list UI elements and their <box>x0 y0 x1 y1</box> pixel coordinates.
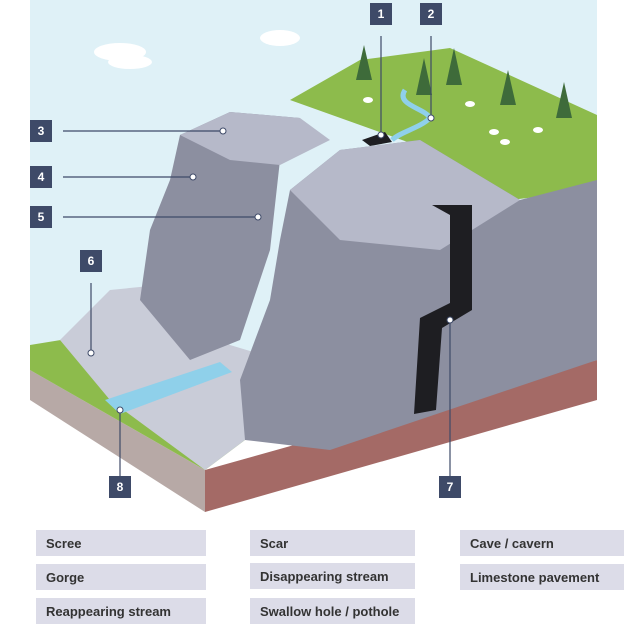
label-swallow-hole[interactable]: Swallow hole / pothole <box>250 598 415 624</box>
label-disappearing-stream[interactable]: Disappearing stream <box>250 563 415 589</box>
swallow-hole <box>362 132 392 146</box>
soil-front <box>30 370 205 512</box>
trees <box>356 45 572 118</box>
grass-hill <box>290 48 597 200</box>
label-cave[interactable]: Cave / cavern <box>460 530 624 556</box>
label-scree[interactable]: Scree <box>36 530 206 556</box>
label-limestone-pavement[interactable]: Limestone pavement <box>460 564 624 590</box>
soil-right <box>205 360 597 512</box>
marker-8: 8 <box>109 476 131 498</box>
label-reappearing-stream[interactable]: Reappearing stream <box>36 598 206 624</box>
clouds <box>94 30 300 69</box>
leader-dots <box>87 114 454 414</box>
marker-6: 6 <box>80 250 102 272</box>
label-scar[interactable]: Scar <box>250 530 415 556</box>
marker-5: 5 <box>30 206 52 228</box>
marker-1: 1 <box>370 3 392 25</box>
gorge-top <box>180 112 330 165</box>
marker-2: 2 <box>420 3 442 25</box>
sheep <box>363 97 543 145</box>
marker-3: 3 <box>30 120 52 142</box>
cave <box>414 205 472 414</box>
scree <box>60 285 280 470</box>
reappearing-stream <box>105 362 232 414</box>
label-gorge[interactable]: Gorge <box>36 564 206 590</box>
leader-lines <box>63 36 451 476</box>
gorge-rock <box>140 112 300 360</box>
marker-4: 4 <box>30 166 52 188</box>
marker-7: 7 <box>439 476 461 498</box>
